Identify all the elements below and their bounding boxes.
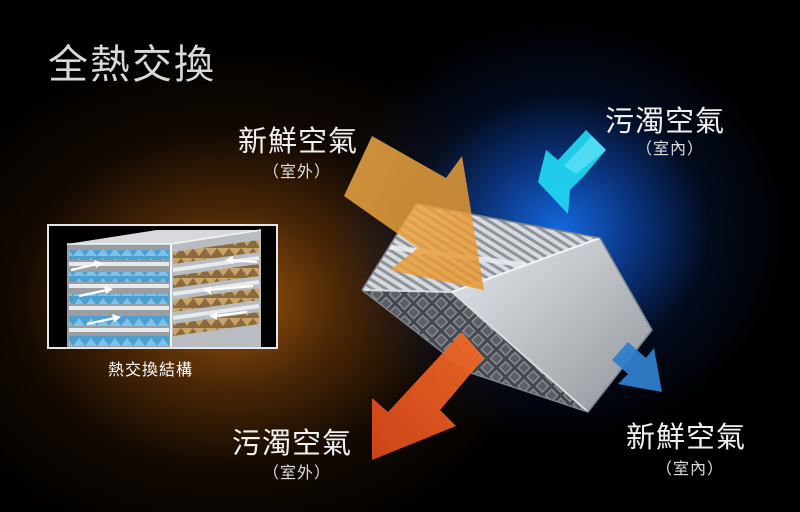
- inset-structure-panel: [47, 224, 278, 349]
- page-title: 全熱交換: [48, 42, 216, 88]
- label-fresh-air-indoor-location: （室內）: [656, 459, 725, 478]
- arrow-down-left-icon: [538, 130, 606, 214]
- label-stale-air-indoor-location: （室內）: [636, 139, 705, 158]
- inset-caption: 熱交換結構: [108, 360, 194, 379]
- arrow-down-right-icon: [612, 342, 662, 392]
- arrow-down-left-icon: [372, 332, 484, 460]
- label-fresh-air-outdoor: 新鮮空氣: [238, 124, 359, 158]
- label-stale-air-indoor: 污濁空氣: [605, 104, 726, 138]
- label-stale-air-outdoor-location: （室外）: [263, 463, 332, 482]
- inset-structure-illustration: [67, 229, 262, 347]
- label-fresh-air-indoor: 新鮮空氣: [626, 420, 747, 454]
- label-fresh-air-outdoor-location: （室外）: [263, 162, 332, 181]
- core-side-face: [452, 238, 652, 412]
- arrow-down-right-icon: [344, 136, 484, 290]
- label-stale-air-outdoor: 污濁空氣: [232, 426, 353, 460]
